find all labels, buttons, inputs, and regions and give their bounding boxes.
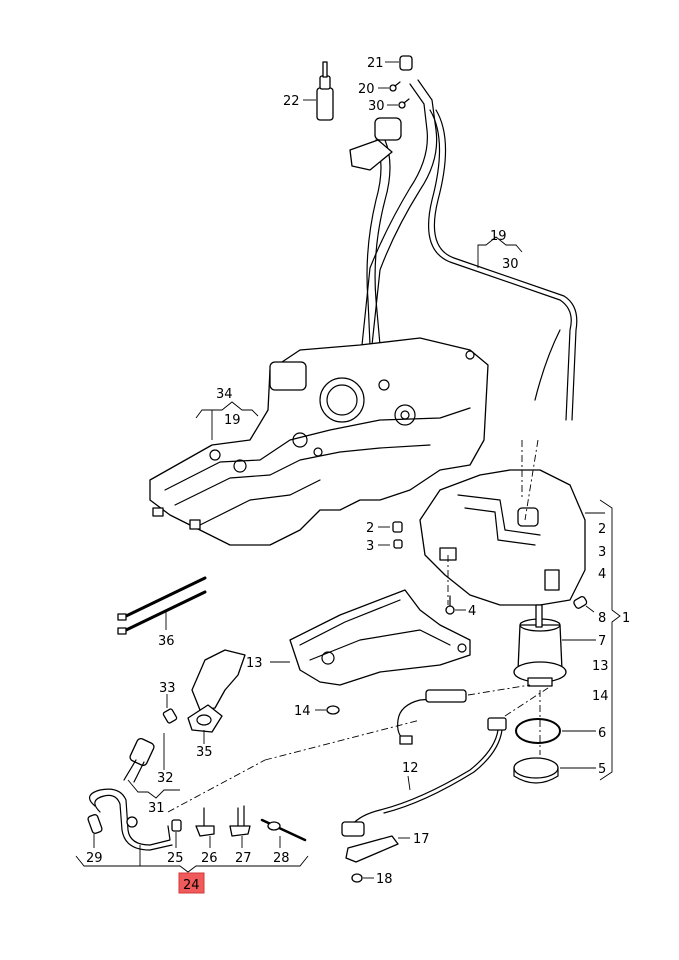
callout-13-left: 13 [246,656,263,671]
part-3-grommet[interactable] [393,539,403,549]
callout-14-right: 14 [592,689,609,704]
part-32-valve[interactable] [123,737,155,783]
callout-17: 17 [413,832,430,847]
callout-12: 12 [402,761,419,776]
callout-20: 20 [358,82,375,97]
callout-8: 8 [598,611,606,626]
callout-2-left: 2 [366,521,374,536]
callout-19-top: 19 [490,229,507,244]
part-30-screw[interactable] [398,98,410,109]
callout-27: 27 [235,851,252,866]
part-6-seal-ring[interactable] [515,718,561,744]
part-7-fuel-pump[interactable] [513,604,567,687]
callout-3-right: 3 [598,545,606,560]
callout-31: 31 [148,801,165,816]
callout-4-left: 4 [468,604,476,619]
callout-21: 21 [367,56,384,71]
callout-3-left: 3 [366,539,374,554]
vent-line[interactable] [428,109,578,421]
callout-30-top: 30 [502,257,519,272]
part-12-wiring-harness[interactable] [351,689,507,826]
callout-18: 18 [376,872,393,887]
part-29-hose[interactable] [87,788,173,851]
part-35-filler-neck[interactable] [187,649,246,733]
part-8-nut[interactable] [573,595,588,610]
tank-section-right[interactable] [419,469,586,606]
part-33-clamp[interactable] [162,708,178,724]
callout-7: 7 [598,634,606,649]
part-26-bracket[interactable] [195,807,215,837]
part-20-screw[interactable] [389,81,401,92]
part-17-control-unit[interactable] [341,821,399,863]
part-22-bottle[interactable] [316,61,334,121]
callout-29: 29 [86,851,103,866]
part-5-lock-ring[interactable] [513,757,559,784]
part-14-grommet[interactable] [326,705,340,715]
part-27-bracket[interactable] [229,805,251,837]
callout-22: 22 [283,94,300,109]
part-28-cable-tie[interactable] [260,818,307,842]
part-2-nut[interactable] [392,521,403,533]
part-4-bolt[interactable] [445,595,455,615]
callout-25: 25 [167,851,184,866]
callout-5: 5 [598,762,606,777]
part-18-nut[interactable] [351,873,363,883]
callout-26: 26 [201,851,218,866]
callout-1: 1 [622,611,630,626]
callout-13-right: 13 [592,659,609,674]
callout-19-left: 19 [224,413,241,428]
callout-32: 32 [157,771,174,786]
callout-4-right: 4 [598,567,606,582]
fuel-tank[interactable] [149,337,489,546]
callout-35: 35 [196,745,213,760]
part-25-clip[interactable] [171,819,182,832]
callout-33: 33 [159,681,176,696]
callout-14-left: 14 [294,704,311,719]
callout-30-bottom: 30 [368,99,385,114]
callout-6: 6 [598,726,606,741]
part-36-cable-ties[interactable] [117,576,207,635]
callout-24: 24 [183,878,200,893]
callout-34: 34 [216,387,233,402]
callout-28: 28 [273,851,290,866]
callout-2-right: 2 [598,522,606,537]
callout-36: 36 [158,634,175,649]
part-13-heat-shield[interactable] [289,589,471,686]
callout-24-highlight[interactable]: 24 [178,872,205,894]
part-21-cap[interactable] [399,55,413,71]
filler-pipe[interactable] [349,79,438,346]
